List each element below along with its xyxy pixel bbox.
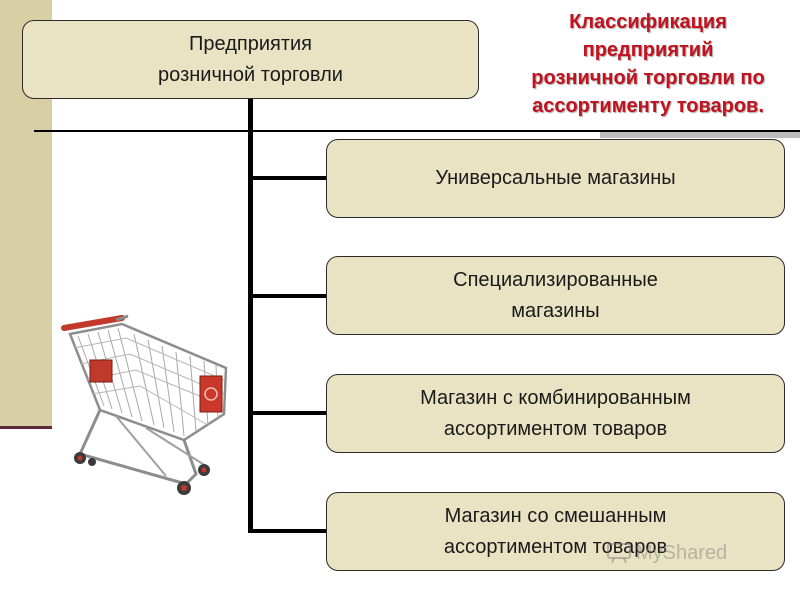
- title-line: Классификация: [569, 11, 727, 33]
- slide-title: Классификация предприятий розничной торг…: [496, 8, 800, 120]
- child-node-label-line: Магазин со смешанным: [444, 504, 667, 527]
- child-node-label-line: Универсальные магазины: [435, 167, 676, 189]
- root-node-box: Предприятия розничной торговли: [22, 20, 479, 99]
- root-node-label-line: розничной торговли: [158, 63, 343, 86]
- child-node-box-mixed: Магазин со смешанным ассортиментом товар…: [326, 492, 785, 571]
- child-node-box-universal: Универсальные магазины: [326, 139, 785, 218]
- tree-trunk-connector: [248, 99, 253, 533]
- myshared-logo-icon: [607, 543, 631, 564]
- branch-connector: [248, 529, 328, 533]
- branch-connector: [248, 411, 328, 415]
- child-node-label-line: Магазин с комбинированным: [420, 386, 691, 409]
- title-line: предприятий: [582, 39, 714, 61]
- child-node-label-line: магазины: [511, 299, 600, 322]
- branch-connector: [248, 294, 328, 298]
- title-underline-block: [600, 132, 800, 138]
- watermark-text: MyShared: [636, 541, 728, 564]
- child-node-box-specialized: Специализированные магазины: [326, 256, 785, 335]
- branch-connector: [248, 176, 328, 180]
- child-node-box-combined: Магазин с комбинированным ассортиментом …: [326, 374, 785, 453]
- child-node-label-line: ассортиментом товаров: [443, 417, 668, 440]
- title-line: ассортименту товаров.: [532, 95, 764, 117]
- left-band-gap: [0, 429, 52, 600]
- child-node-label-line: ассортиментом товаров: [443, 535, 668, 558]
- watermark: MyShared: [606, 538, 792, 568]
- left-band-accent-line: [0, 426, 52, 429]
- title-line: розничной торговли по: [531, 67, 765, 89]
- child-node-label-line: Специализированные: [453, 268, 658, 291]
- horizontal-rule: [34, 130, 800, 132]
- shopping-cart-icon: [61, 314, 228, 495]
- root-node-label-line: Предприятия: [189, 32, 312, 55]
